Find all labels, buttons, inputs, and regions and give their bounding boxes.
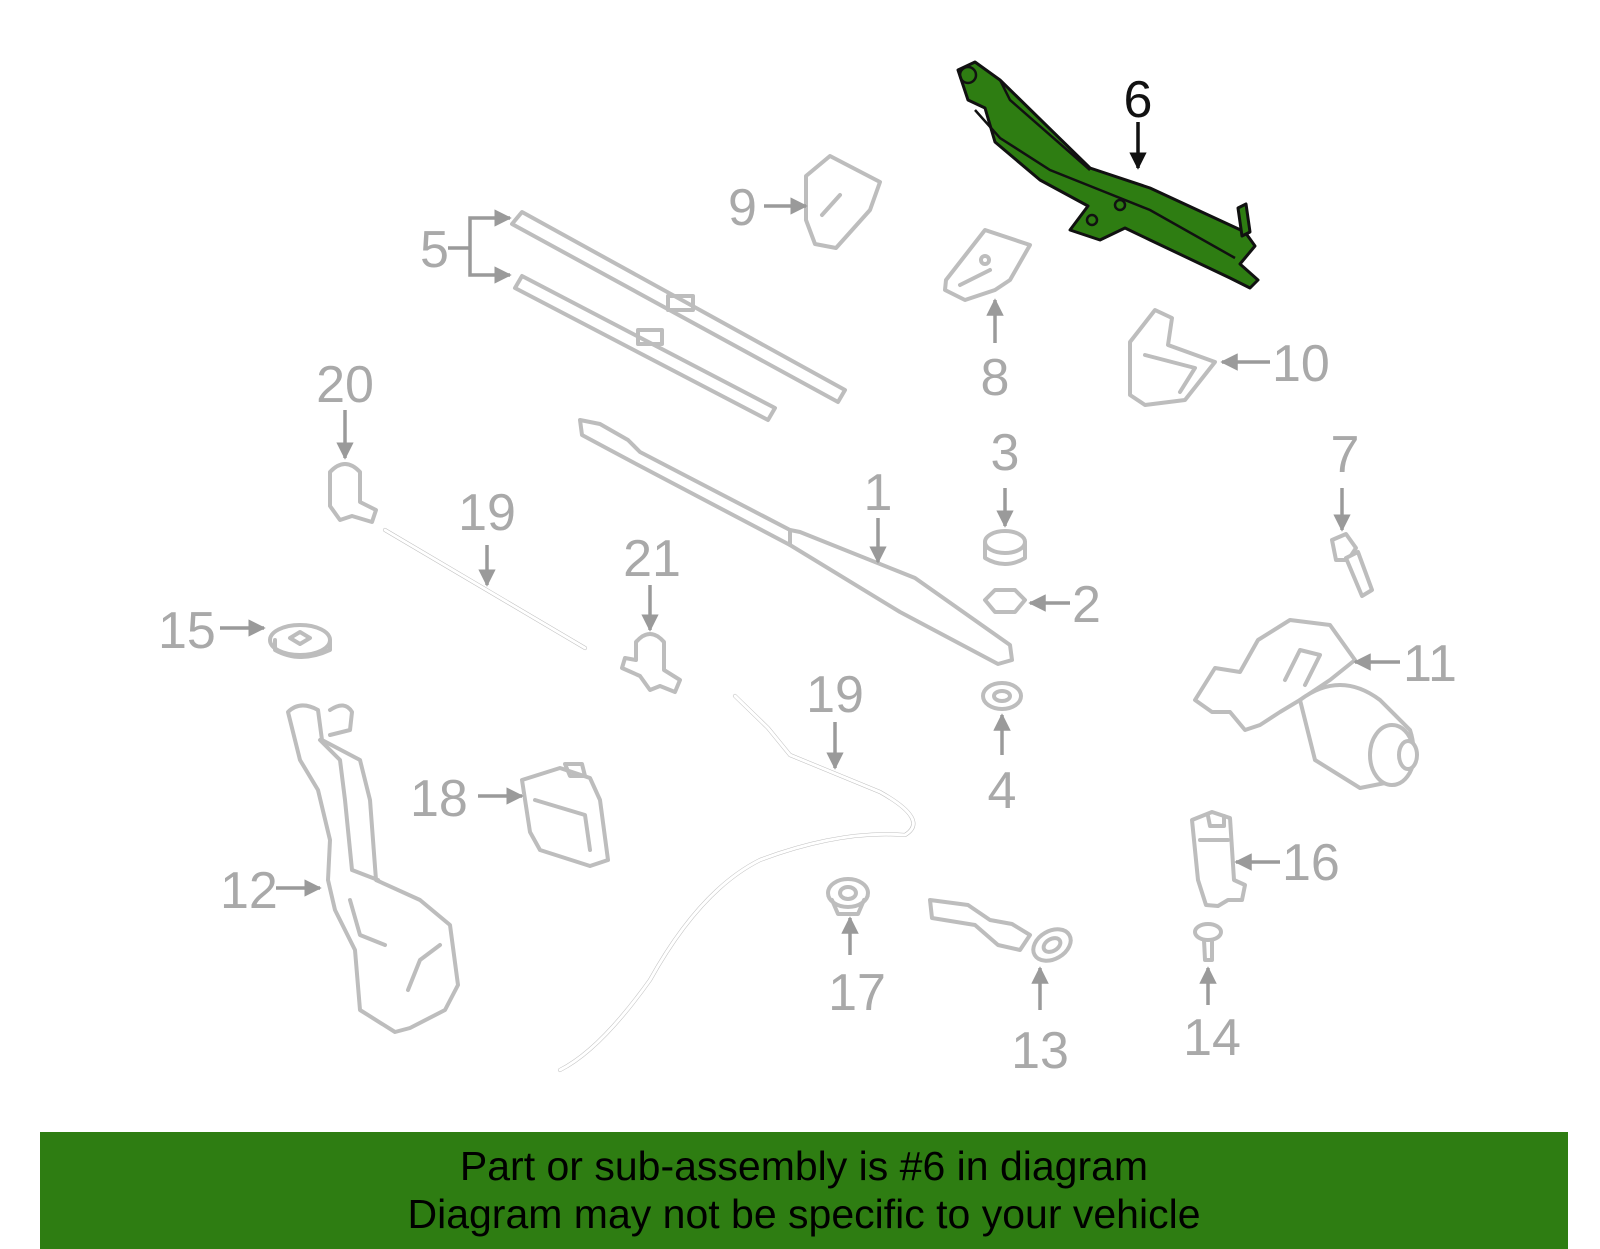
callout-14[interactable]: 14 <box>1183 1009 1241 1067</box>
part-8-bracket[interactable] <box>943 228 1032 302</box>
part-18-sensor[interactable] <box>520 762 610 868</box>
part-17-grommet[interactable] <box>826 877 870 916</box>
part-15-cap[interactable] <box>268 623 332 659</box>
banner-line-2: Diagram may not be specific to your vehi… <box>407 1191 1201 1237</box>
part-5-wiper-blades[interactable] <box>510 210 847 422</box>
part-9-cover[interactable] <box>804 154 882 250</box>
callout-19b[interactable]: 19 <box>806 666 864 724</box>
callout-13[interactable]: 13 <box>1011 1022 1069 1080</box>
callout-19a[interactable]: 19 <box>458 484 516 542</box>
leader-5b <box>468 248 512 284</box>
callout-16[interactable]: 16 <box>1282 834 1340 892</box>
part-10-bracket[interactable] <box>1128 308 1217 407</box>
callout-2[interactable]: 2 <box>1072 576 1101 634</box>
part-19-hose-lower[interactable] <box>558 694 916 1072</box>
callout-1[interactable]: 1 <box>864 464 893 522</box>
callout-5[interactable]: 5 <box>420 221 449 279</box>
callout-21[interactable]: 21 <box>623 530 681 588</box>
part-13-connector[interactable] <box>928 898 1076 967</box>
banner-line-1: Part or sub-assembly is #6 in diagram <box>459 1143 1149 1189</box>
callout-15[interactable]: 15 <box>158 602 216 660</box>
callout-9[interactable]: 9 <box>728 179 757 237</box>
part-3-cap[interactable] <box>983 529 1027 566</box>
callout-11[interactable]: 11 <box>1403 635 1457 693</box>
callout-7[interactable]: 7 <box>1331 426 1360 484</box>
part-4-washer[interactable] <box>981 681 1023 711</box>
leader-5a <box>468 209 512 248</box>
part-2-nut[interactable] <box>983 588 1027 614</box>
callout-4[interactable]: 4 <box>988 762 1017 820</box>
part-1-wiper-arm[interactable] <box>578 418 1014 666</box>
callout-18[interactable]: 18 <box>410 770 468 828</box>
part-7-bolt[interactable] <box>1330 532 1374 598</box>
callout-17[interactable]: 17 <box>828 964 886 1022</box>
callout-6[interactable]: 6 <box>1124 71 1153 129</box>
info-banner: Part or sub-assembly is #6 in diagram Di… <box>40 1132 1568 1249</box>
part-14-screw[interactable] <box>1193 922 1223 962</box>
part-16-washer-pump[interactable] <box>1190 810 1247 908</box>
callout-8[interactable]: 8 <box>981 349 1010 407</box>
callout-20[interactable]: 20 <box>316 356 374 414</box>
callout-3[interactable]: 3 <box>991 424 1020 482</box>
part-20-nozzle[interactable] <box>328 462 378 524</box>
part-12-washer-reservoir[interactable] <box>286 703 460 1034</box>
callout-12[interactable]: 12 <box>220 862 278 920</box>
part-21-nozzle[interactable] <box>620 632 682 694</box>
part-6-wiper-linkage[interactable] <box>956 60 1260 290</box>
callout-10[interactable]: 10 <box>1272 335 1330 393</box>
part-19-hose-upper[interactable] <box>383 528 587 650</box>
part-11-wiper-motor[interactable] <box>1193 618 1419 790</box>
